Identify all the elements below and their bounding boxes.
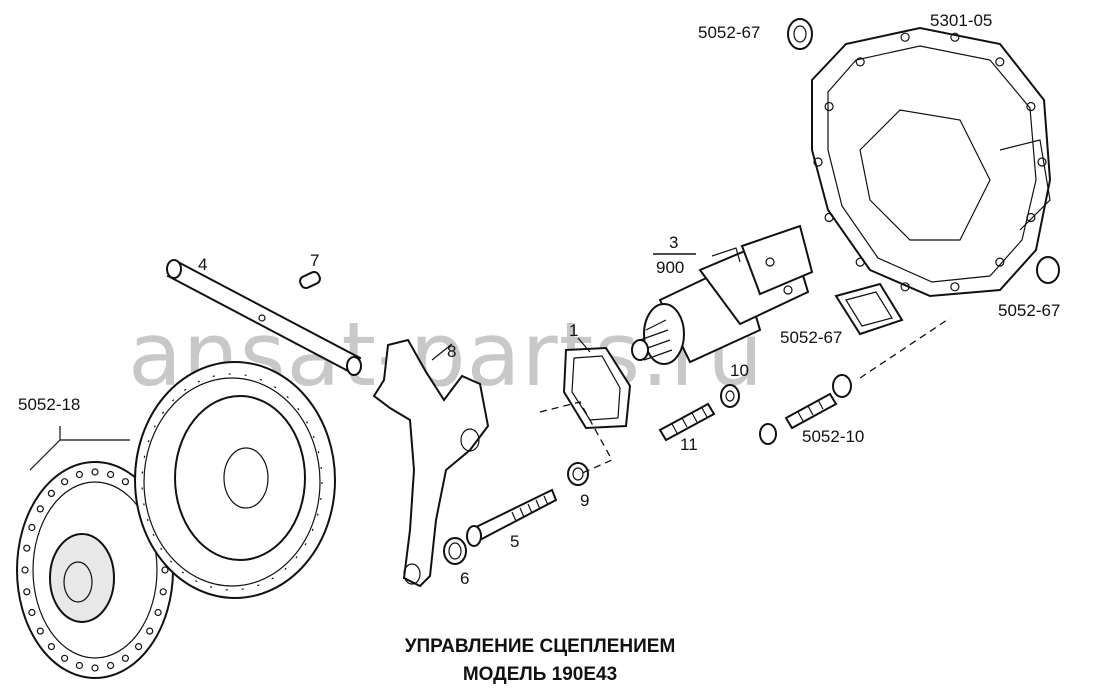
label-9: 9 xyxy=(580,491,589,510)
leader-8 xyxy=(431,343,453,361)
disc-hole xyxy=(23,588,31,596)
housing-bolt-hole xyxy=(995,57,1005,67)
disc-hole xyxy=(36,627,44,635)
disc-hole xyxy=(60,478,69,486)
label-5: 5 xyxy=(510,532,519,551)
label-10: 10 xyxy=(730,361,749,380)
pin xyxy=(299,270,321,290)
label-5052-18: 5052-18 xyxy=(18,395,80,414)
label-5052-67-right: 5052-67 xyxy=(998,301,1060,320)
disc-hole xyxy=(121,654,130,662)
label-1: 1 xyxy=(569,321,578,340)
leader-5052-18 xyxy=(29,426,130,471)
disc-hole xyxy=(154,608,162,617)
label-4: 4 xyxy=(198,255,207,274)
disc-hole xyxy=(75,470,84,479)
label-6: 6 xyxy=(460,569,469,588)
label-5052-67-mid: 5052-67 xyxy=(780,328,842,347)
disc-hole xyxy=(121,478,130,486)
stud-11 xyxy=(658,402,716,442)
pressure-plate xyxy=(134,361,336,599)
washer-10 xyxy=(720,384,740,408)
leader-1 xyxy=(577,337,591,353)
label-11: 11 xyxy=(680,435,698,454)
label-5052-10: 5052-10 xyxy=(802,427,864,446)
housing-bolt-hole xyxy=(1026,212,1036,223)
label-3: 3 xyxy=(669,233,678,252)
disc-hole xyxy=(91,664,99,672)
housing-bolt-hole xyxy=(824,212,834,223)
housing-bolt-hole xyxy=(813,157,823,167)
washer-6 xyxy=(443,537,467,565)
housing-bolt-hole xyxy=(824,101,834,112)
housing-bolt-hole xyxy=(855,57,865,67)
disc-hole xyxy=(36,505,44,513)
assembly-line-gasket xyxy=(539,401,613,475)
housing-bolt-hole xyxy=(950,282,960,292)
housing-bolt-hole xyxy=(900,32,910,42)
label-900: 900 xyxy=(656,258,684,277)
disc-hole xyxy=(106,661,115,670)
disc-hole xyxy=(47,489,56,497)
housing-bolt-hole xyxy=(900,282,910,292)
housing-bolt-hole xyxy=(950,32,960,42)
disc-hole xyxy=(28,608,36,617)
clutch-housing xyxy=(811,26,1052,298)
caption-title: УПРАВЛЕНИЕ СЦЕПЛЕНИЕМ xyxy=(404,636,676,657)
label-8: 8 xyxy=(447,342,456,361)
disc-hole xyxy=(159,588,167,596)
caption-model: МОДЕЛЬ 190Е43 xyxy=(462,664,618,685)
plug-right xyxy=(1036,256,1060,284)
label-5301-05: 5301-05 xyxy=(930,11,992,30)
release-cylinder xyxy=(631,224,814,365)
disc-hole xyxy=(75,661,84,670)
disc-hole xyxy=(60,654,69,662)
shaft xyxy=(166,259,362,376)
gasket xyxy=(562,346,632,430)
bolt xyxy=(466,488,558,547)
nut-9 xyxy=(567,462,589,486)
disc-hole xyxy=(146,627,154,635)
disc-hole xyxy=(161,566,169,574)
stud-5052-10 xyxy=(759,374,852,445)
disc-hole xyxy=(91,468,99,476)
disc-hole xyxy=(47,642,56,651)
housing-bolt-hole xyxy=(1026,101,1036,112)
disc-hole xyxy=(23,544,31,552)
assembly-line-cover xyxy=(859,317,951,379)
label-5052-67-top: 5052-67 xyxy=(698,23,760,42)
plug-top xyxy=(787,18,813,50)
disc-hole xyxy=(28,523,36,532)
disc-hole xyxy=(21,566,29,574)
label-7: 7 xyxy=(310,251,319,270)
disc-hole xyxy=(106,470,115,479)
disc-hole xyxy=(135,642,143,651)
fork-lever xyxy=(372,338,490,588)
housing-bolt-hole xyxy=(995,257,1005,267)
cover-plate xyxy=(834,282,904,336)
housing-bolt-hole xyxy=(855,257,865,267)
housing-bolt-hole xyxy=(1037,157,1047,167)
